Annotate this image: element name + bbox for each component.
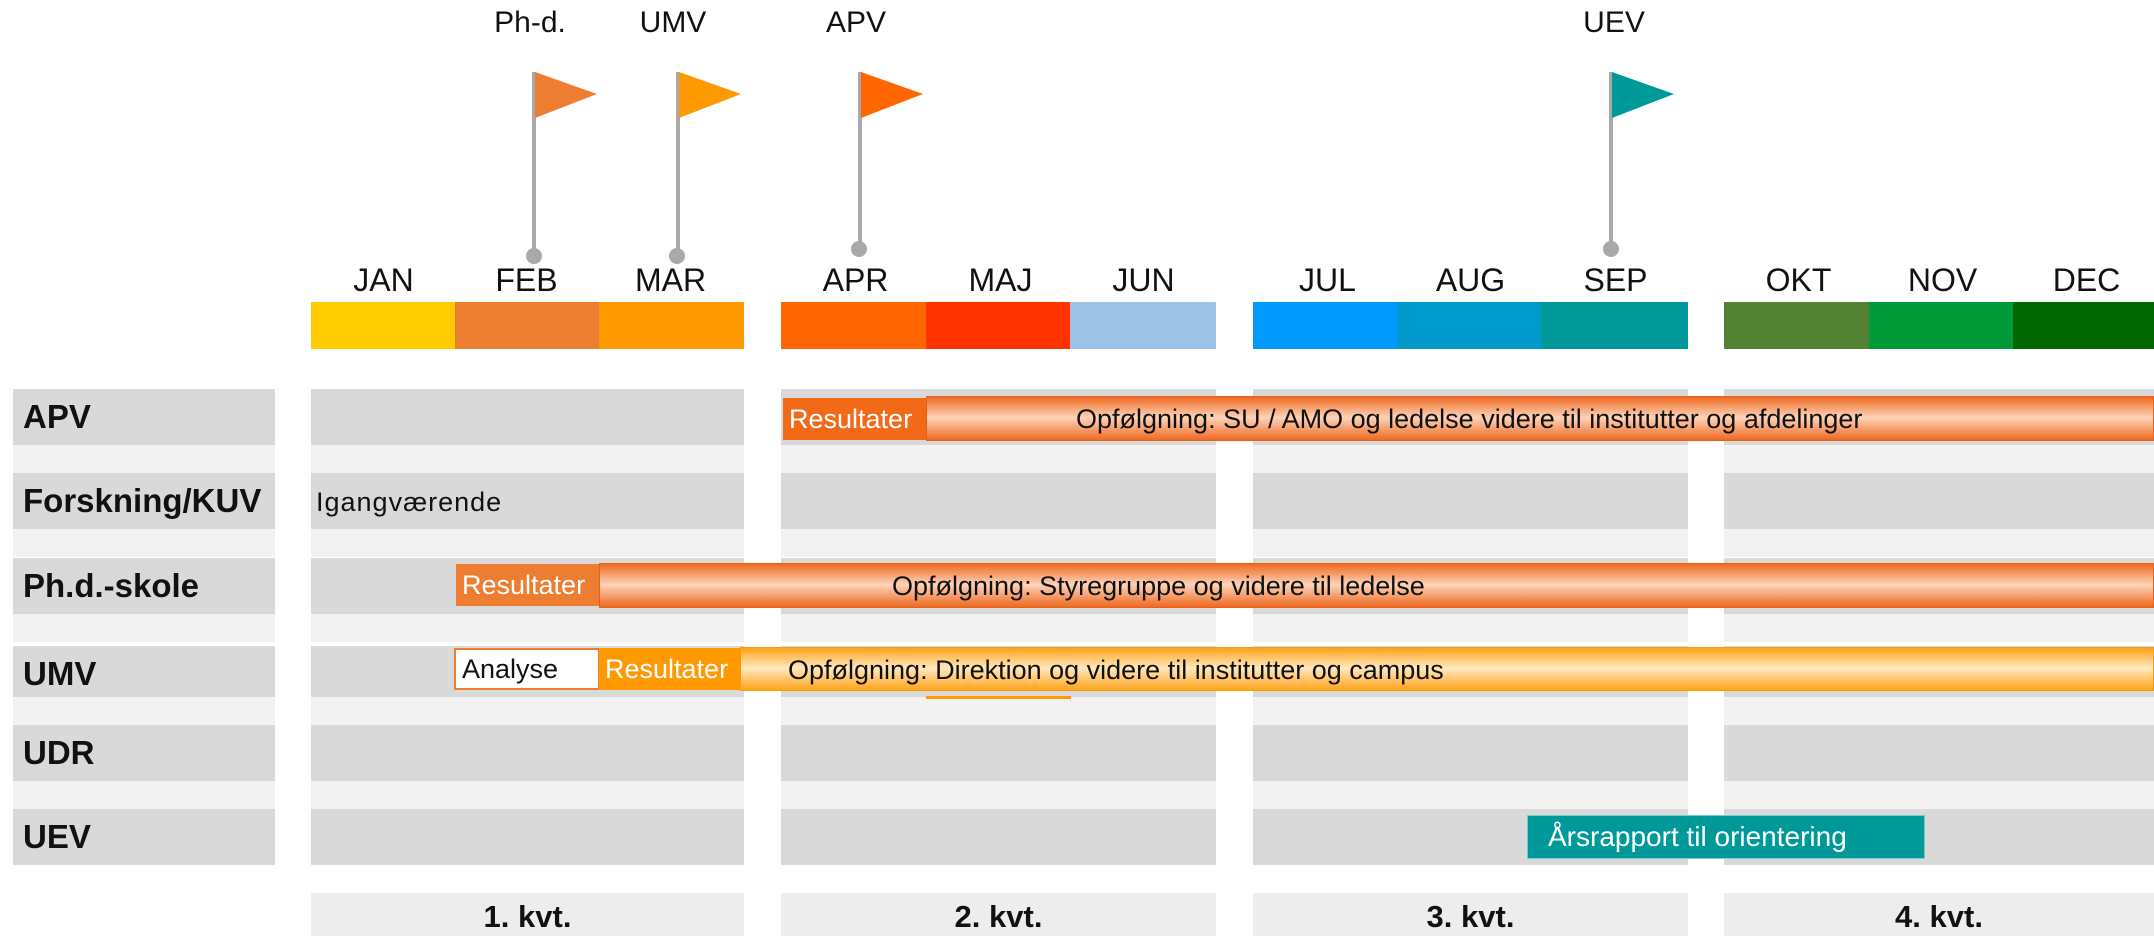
grid-gap [1724, 697, 2154, 725]
flag-pole [858, 72, 862, 246]
grid-gap [1253, 529, 1688, 557]
month-bar-nov [1869, 302, 2013, 349]
grid-gap [1253, 445, 1688, 473]
grid-gap [1253, 697, 1688, 725]
flag-icon [1612, 72, 1674, 118]
grid-cell [311, 389, 744, 445]
label-gap [13, 614, 275, 642]
flag-icon [679, 72, 741, 118]
grid-cell [311, 473, 744, 529]
grid-gap [311, 445, 744, 473]
grid-cell [781, 473, 1216, 529]
month-bar-okt [1724, 302, 1869, 349]
month-bar-jul [1253, 302, 1397, 349]
grid-gap [1724, 781, 2154, 809]
month-bar-mar [599, 302, 744, 349]
flag-pole [532, 72, 536, 254]
umv-underline [926, 696, 1071, 699]
row-label-apv: APV [13, 389, 275, 445]
grid-gap [1724, 529, 2154, 557]
flag-label: UMV [639, 6, 707, 39]
label-gap [13, 445, 275, 473]
label-gap [13, 781, 275, 809]
month-label-feb: FEB [495, 262, 558, 298]
uev-report-bar: Årsrapport til orientering [1527, 815, 1925, 859]
grid-gap [311, 529, 744, 557]
month-bar-maj [926, 302, 1070, 349]
month-bar-apr [781, 302, 926, 349]
month-label-mar: MAR [634, 262, 707, 298]
grid-cell [1253, 725, 1688, 781]
row-label-uev: UEV [13, 809, 275, 865]
month-bar-sep [1541, 302, 1688, 349]
flag-base [851, 241, 867, 257]
flag-base [526, 248, 542, 264]
umv-resultater-bar: Resultater [599, 648, 740, 690]
month-label-maj: MAJ [968, 262, 1033, 298]
grid-cell [311, 725, 744, 781]
flag-base [1603, 241, 1619, 257]
month-bar-feb [455, 302, 599, 349]
grid-gap [1253, 614, 1688, 642]
row-label-phd: Ph.d.-skole [13, 558, 275, 614]
row-label-forskning: Forskning/KUV [13, 473, 275, 529]
umv-analyse-bar: Analyse [454, 648, 600, 690]
apv-resultater-bar: Resultater [783, 398, 926, 440]
flag-label: Ph-d. [494, 6, 566, 39]
month-label-jul: JUL [1299, 262, 1356, 298]
row-label-udr: UDR [13, 725, 275, 781]
flag-label: APV [825, 6, 887, 39]
quarter-4: 4. kvt. [1724, 893, 2154, 936]
phd-followup-label: Opfølgning: Styregruppe og videre til le… [892, 571, 1425, 601]
quarter-1: 1. kvt. [311, 893, 744, 936]
flag-base [669, 248, 685, 264]
grid-cell [781, 725, 1216, 781]
phd-followup-bar [599, 563, 2154, 608]
grid-gap [781, 445, 1216, 473]
grid-gap [1724, 614, 2154, 642]
grid-gap [1253, 781, 1688, 809]
flag-pole [676, 72, 680, 254]
umv-followup-bar [740, 647, 2154, 691]
grid-gap [311, 614, 744, 642]
grid-gap [781, 697, 1216, 725]
grid-cell [311, 809, 744, 865]
label-gap [13, 529, 275, 557]
grid-cell [781, 809, 1216, 865]
flag-icon [535, 72, 597, 118]
grid-gap [781, 529, 1216, 557]
umv-followup-label: Opfølgning: Direktion og videre til inst… [788, 655, 1444, 685]
grid-gap [311, 697, 744, 725]
month-label-sep: SEP [1583, 262, 1648, 298]
month-label-okt: OKT [1765, 262, 1832, 298]
month-bar-aug [1397, 302, 1541, 349]
grid-cell [1253, 473, 1688, 529]
month-bar-jan [311, 302, 455, 349]
grid-gap [1724, 445, 2154, 473]
month-label-nov: NOV [1907, 262, 1978, 298]
flag-icon [861, 72, 923, 118]
row-label-umv: UMV [13, 646, 275, 702]
quarter-3: 3. kvt. [1253, 893, 1688, 936]
apv-followup-label: Opfølgning: SU / AMO og ledelse videre t… [1076, 404, 1863, 434]
grid-gap [781, 614, 1216, 642]
grid-gap [311, 781, 744, 809]
phd-resultater-bar: Resultater [456, 564, 599, 606]
month-label-jan: JAN [353, 262, 414, 298]
month-label-jun: JUN [1112, 262, 1175, 298]
grid-cell [1724, 473, 2154, 529]
month-label-apr: APR [822, 262, 889, 298]
apv-followup-bar [926, 396, 2154, 441]
month-bar-dec [2013, 302, 2154, 349]
grid-cell [1724, 725, 2154, 781]
month-label-aug: AUG [1435, 262, 1506, 298]
flag-label: UEV [1583, 6, 1645, 39]
flag-pole [1609, 72, 1613, 248]
month-label-dec: DEC [2052, 262, 2121, 298]
month-bar-jun [1070, 302, 1216, 349]
grid-gap [781, 781, 1216, 809]
forskning-status-label: Igangværende [316, 487, 503, 517]
label-gap [13, 697, 275, 725]
quarter-2: 2. kvt. [781, 893, 1216, 936]
